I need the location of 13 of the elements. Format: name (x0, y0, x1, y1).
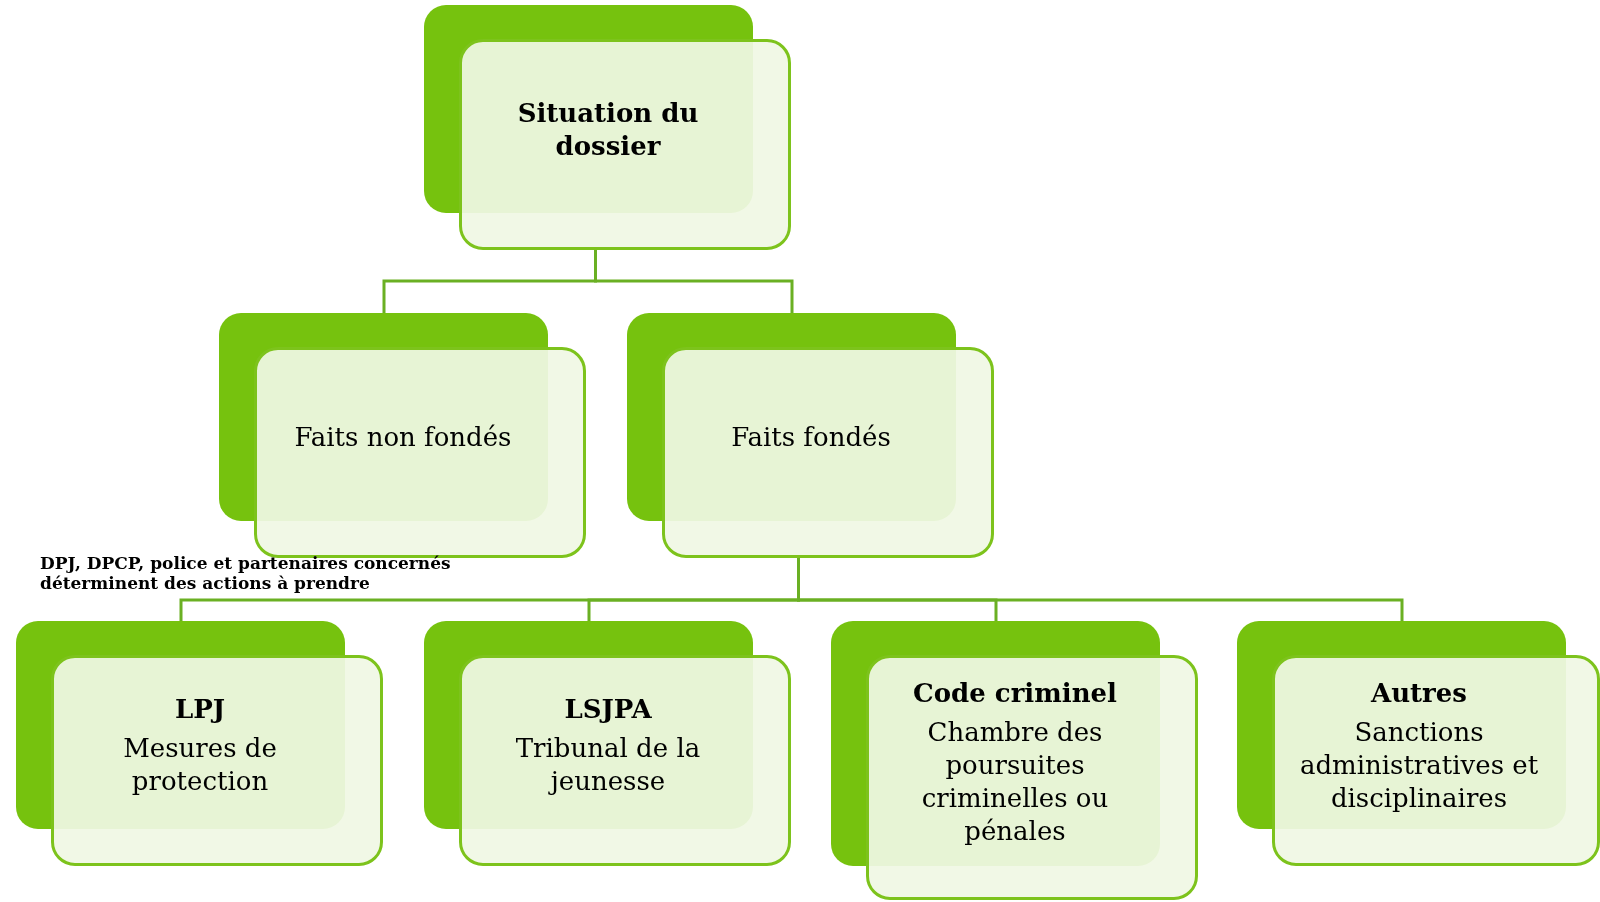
node-heading: Code criminel (913, 677, 1117, 710)
connector-line (594, 250, 794, 313)
node-heading: Situation du dossier (516, 96, 700, 163)
note-text: DPJ, DPCP, police et partenaires concernés déterminent des actions à prendre (40, 553, 452, 593)
node-text: Faits non fondés (294, 421, 512, 454)
node-heading: Autres (1371, 676, 1467, 710)
node-text: Mesures de protection (122, 732, 278, 798)
node-heading: LSJPA (564, 693, 652, 726)
node-text: Faits fondés (731, 421, 891, 454)
node-text: Chambre des poursuites criminelles ou pénales (920, 716, 1110, 848)
node-heading: LPJ (174, 693, 226, 726)
node-text: Tribunal de la jeunesse (514, 732, 702, 798)
node-text: Sanctions administratives et disciplinaires (1298, 715, 1540, 815)
